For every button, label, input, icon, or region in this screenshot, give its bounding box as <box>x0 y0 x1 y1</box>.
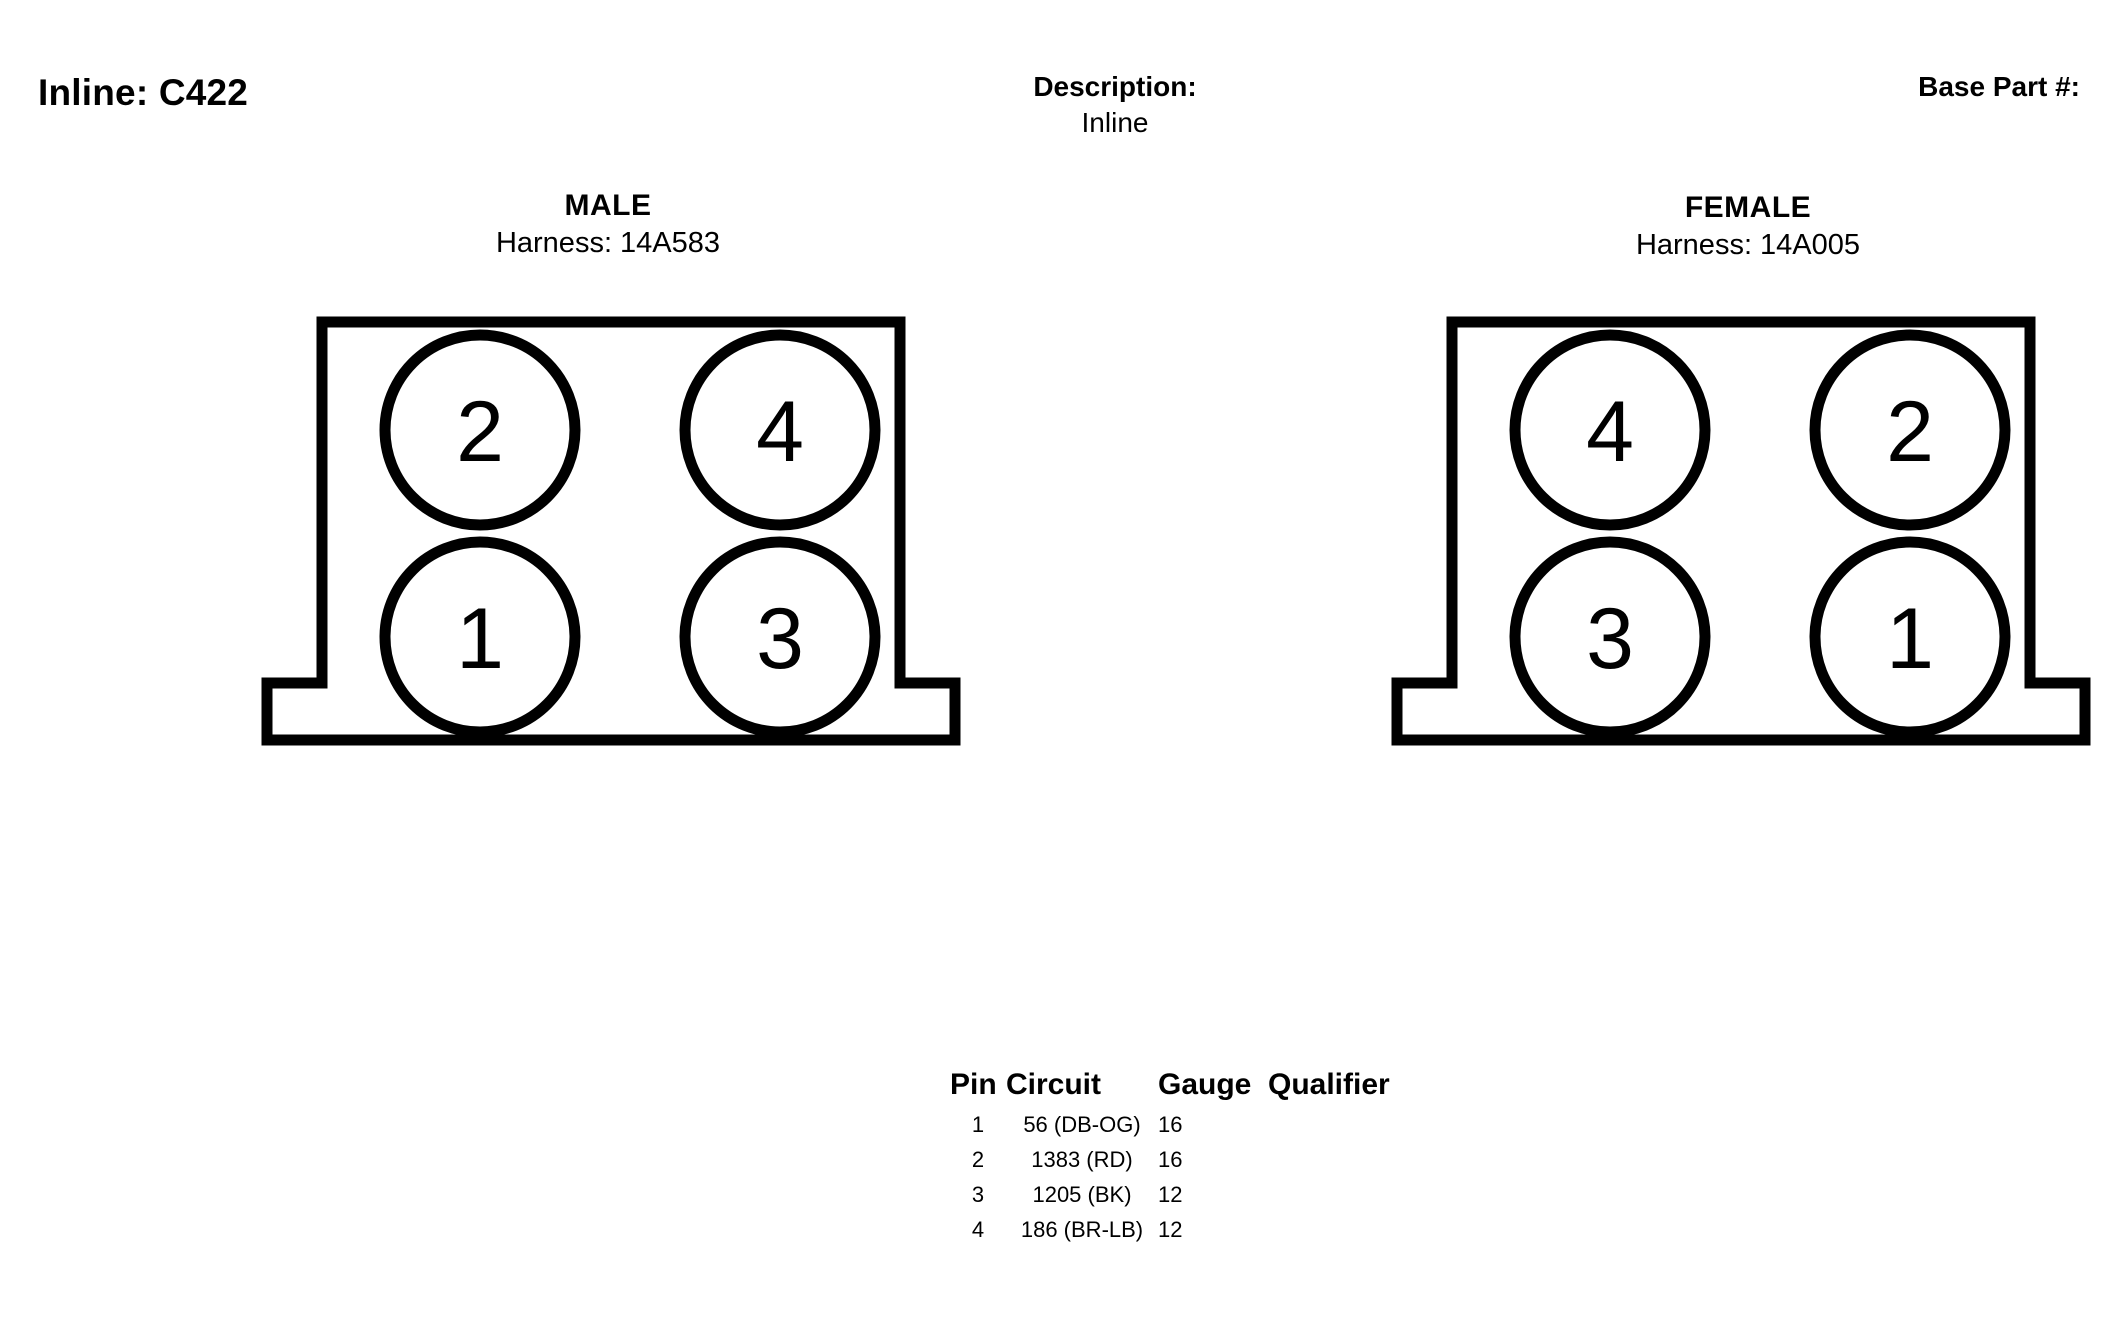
male-pin-1-circle <box>379 536 581 738</box>
male-connector-gender: MALE <box>564 189 652 222</box>
female-pin-3-circle <box>1509 536 1711 738</box>
gauge-cell: 12 <box>1158 1217 1183 1242</box>
gauge-cell: 16 <box>1158 1112 1183 1137</box>
table-row: 2 1383 (RD) 16 <box>950 1143 1390 1178</box>
pin-table-header-pin: Pin <box>950 1068 997 1101</box>
description-block: Description: Inline <box>930 70 1300 142</box>
description-label: Description: <box>1033 71 1197 102</box>
pin-table-header-qualifier: Qualifier <box>1268 1068 1390 1101</box>
female-pin-4-label: 4 <box>1586 384 1634 480</box>
qualifier-cell <box>1268 1178 1390 1213</box>
female-connector-gender: FEMALE <box>1684 191 1812 224</box>
pin-cell: 4 <box>971 1217 985 1242</box>
female-connector-diagram: 4 2 3 1 <box>1391 316 2091 746</box>
female-pin-2-circle <box>1809 329 2011 531</box>
female-pin-4-circle <box>1509 329 1711 531</box>
male-pin-1: 1 <box>379 536 581 738</box>
qualifier-cell <box>1268 1143 1390 1178</box>
male-pin-3: 3 <box>679 536 881 738</box>
female-connector-body-outline <box>1391 316 2091 746</box>
female-pin-4: 4 <box>1509 329 1711 531</box>
female-connector-harness: Harness: 14A005 <box>1635 229 1861 261</box>
pin-table: Pin Circuit Gauge Qualifier 1 56 (DB-OG)… <box>950 1068 1390 1248</box>
male-pin-3-label: 3 <box>756 591 804 687</box>
female-pin-3-label: 3 <box>1586 591 1634 687</box>
pin-cell: 1 <box>971 1112 985 1137</box>
male-pin-3-circle <box>679 536 881 738</box>
pin-table-header-row: Pin Circuit Gauge Qualifier <box>950 1068 1390 1108</box>
pin-table-header-gauge: Gauge <box>1158 1068 1252 1101</box>
female-pin-2-label: 2 <box>1886 384 1934 480</box>
female-pin-1-label: 1 <box>1886 591 1934 687</box>
pin-cell: 3 <box>971 1182 985 1207</box>
table-row: 1 56 (DB-OG) 16 <box>950 1108 1390 1143</box>
male-pin-4: 4 <box>679 329 881 531</box>
description-value: Inline <box>1081 107 1149 138</box>
male-pin-4-label: 4 <box>756 384 804 480</box>
circuit-cell: 1383 (RD) <box>1031 1147 1133 1172</box>
pin-cell: 2 <box>971 1147 985 1172</box>
table-row: 4 186 (BR-LB) 12 <box>950 1213 1390 1248</box>
circuit-cell: 1205 (BK) <box>1032 1182 1132 1207</box>
male-pin-4-circle <box>679 329 881 531</box>
female-pin-2: 2 <box>1809 329 2011 531</box>
gauge-cell: 12 <box>1158 1182 1183 1207</box>
base-part-label: Base Part #: <box>1918 71 2080 102</box>
female-pin-1-circle <box>1809 536 2011 738</box>
page-title: Inline: C422 <box>38 72 249 113</box>
male-pin-1-label: 1 <box>456 591 504 687</box>
female-pin-1: 1 <box>1809 536 2011 738</box>
male-pin-2-label: 2 <box>456 384 504 480</box>
male-pin-2: 2 <box>379 329 581 531</box>
base-part-block: Base Part #: <box>1700 70 2080 138</box>
male-connector-diagram: 2 4 1 3 <box>261 316 961 746</box>
male-pin-2-circle <box>379 329 581 531</box>
circuit-cell: 186 (BR-LB) <box>1020 1217 1144 1242</box>
qualifier-cell <box>1268 1213 1390 1248</box>
female-pin-3: 3 <box>1509 536 1711 738</box>
male-connector-harness: Harness: 14A583 <box>495 227 721 259</box>
qualifier-cell <box>1268 1108 1390 1143</box>
table-row: 3 1205 (BK) 12 <box>950 1178 1390 1213</box>
female-connector-caption: FEMALE Harness: 14A005 <box>1398 190 2098 264</box>
base-part-value <box>1700 104 2080 138</box>
male-connector-body-outline <box>261 316 961 746</box>
gauge-cell: 16 <box>1158 1147 1183 1172</box>
male-connector-caption: MALE Harness: 14A583 <box>258 188 958 262</box>
pin-table-header-circuit: Circuit <box>1006 1068 1102 1101</box>
circuit-cell: 56 (DB-OG) <box>1023 1112 1141 1137</box>
